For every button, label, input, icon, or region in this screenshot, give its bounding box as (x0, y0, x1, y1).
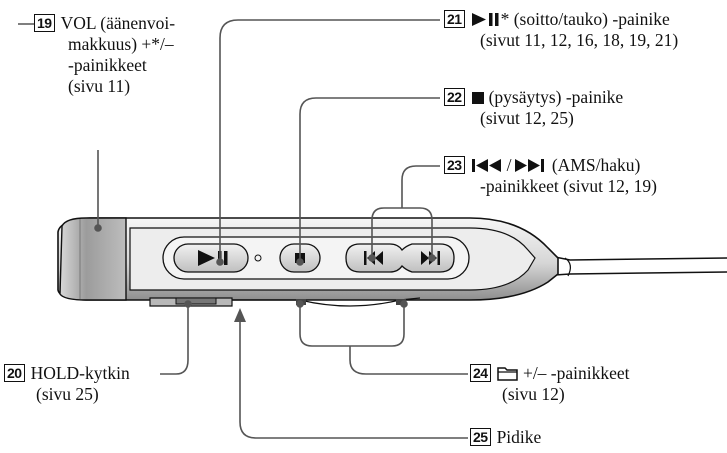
leader-25 (239, 318, 468, 439)
hold-switch[interactable] (175, 297, 217, 305)
indicator-dot (254, 254, 262, 262)
callout-24: 24 +/– -painikkeet (sivu 12) (470, 363, 630, 405)
folder-icon (496, 367, 518, 381)
callout-20-line-1: HOLD-kytkin (30, 363, 130, 383)
leader-24 (349, 346, 468, 375)
callout-22-number: 22 (444, 88, 465, 106)
callout-19-line-4: (sivu 11) (68, 76, 131, 96)
leader-19 (18, 23, 99, 228)
callout-22: 22 (pysäytys) -painike (sivut 12, 25) (444, 87, 623, 129)
callout-21-line-2: (sivut 11, 12, 16, 18, 19, 21) (480, 30, 679, 50)
callout-23-number: 23 (444, 156, 465, 174)
callout-25: 25 Pidike (470, 427, 541, 448)
callout-24-line-1: +/– -painikkeet (522, 363, 630, 383)
callout-19-number: 19 (34, 14, 55, 32)
volume-knob[interactable] (59, 217, 127, 301)
leader-23 (401, 165, 440, 208)
callout-24-number: 24 (470, 364, 491, 382)
leader-22 (299, 97, 440, 262)
leader-lines (18, 19, 468, 439)
ams-button-group[interactable] (345, 243, 455, 273)
callout-21-line-1: * (soitto/tauko) -painike (500, 9, 670, 29)
callout-23-separator: / (506, 155, 512, 175)
callout-23-line-2: -painikkeet (sivut 12, 19) (480, 176, 657, 196)
play-pause-icon (471, 13, 499, 26)
callout-21-number: 21 (444, 10, 465, 28)
callout-19: 19 VOL (äänenvoi- makkuus) +*/– -painikke… (34, 13, 175, 97)
callout-23: 23 / (AMS/haku) -painikkeet (sivut 12, 19… (444, 155, 657, 197)
callout-21: 21 * (soitto/tauko) -painike (sivut 11, 1… (444, 9, 678, 51)
callout-22-line-1: (pysäytys) -painike (488, 87, 624, 107)
cord (539, 253, 727, 277)
callout-22-line-2: (sivut 12, 25) (480, 108, 574, 128)
callout-25-line-1: Pidike (496, 427, 542, 447)
callout-19-line-1: VOL (äänenvoi- (60, 13, 176, 33)
rewind-icon (471, 159, 501, 172)
callout-25-number: 25 (470, 428, 491, 446)
fast-forward-icon (515, 159, 545, 172)
leader-21 (219, 19, 440, 262)
play-pause-button[interactable] (173, 243, 249, 273)
leader-20 (160, 304, 189, 375)
callout-23-line-1: (AMS/haku) (551, 155, 641, 175)
callout-24-line-2: (sivu 12) (502, 384, 565, 404)
callout-19-line-3: -painikkeet (68, 55, 147, 75)
callout-20-line-2: (sivu 25) (36, 384, 99, 404)
callout-19-line-2: makkuus) +*/– (68, 34, 174, 54)
stop-icon (471, 92, 484, 104)
callout-20: 20 HOLD-kytkin (sivu 25) (4, 363, 130, 405)
callout-20-number: 20 (4, 364, 25, 382)
